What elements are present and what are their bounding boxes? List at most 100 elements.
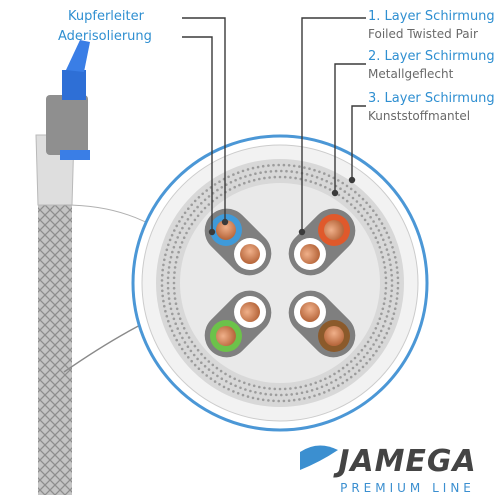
braid-dot <box>244 175 247 178</box>
braid-dot <box>360 348 364 352</box>
braid-dot <box>387 236 391 239</box>
inner-core <box>180 183 380 383</box>
braid-dot <box>369 227 373 230</box>
braid-dot <box>382 324 385 328</box>
braid-dot <box>277 163 281 167</box>
braid-dot <box>283 387 287 391</box>
braid-dot <box>337 179 340 182</box>
brand-tagline: PREMIUM LINE <box>340 481 475 495</box>
braid-dot <box>267 164 270 167</box>
braid-dot <box>228 375 232 378</box>
braid-dot <box>345 199 349 203</box>
braid-dot <box>187 227 191 230</box>
braid-dot <box>239 386 242 390</box>
braid-dot <box>382 261 386 264</box>
braid-dot <box>256 397 260 401</box>
braid-dot <box>216 374 219 378</box>
braid-dot <box>207 360 211 363</box>
braid-dot <box>369 336 373 339</box>
braid-dot <box>170 329 174 333</box>
braid-dot <box>341 181 345 185</box>
braid-dot <box>196 357 199 361</box>
braid-dot <box>205 374 208 377</box>
braid-dot <box>343 190 347 193</box>
braid-dot <box>380 222 384 225</box>
braid-dot <box>172 245 176 249</box>
braid-dot <box>172 281 176 285</box>
braid-dot <box>249 389 252 393</box>
braid-dot <box>389 299 392 303</box>
braid-dot <box>165 314 169 318</box>
braid-dot <box>319 379 322 383</box>
braid-dot <box>313 394 316 398</box>
braid-dot <box>220 186 224 189</box>
braid-dot <box>323 391 326 394</box>
braid-dot <box>384 286 388 290</box>
braid-dot <box>222 385 226 389</box>
braid-dot <box>213 380 217 383</box>
braid-dot <box>345 184 349 188</box>
pair-bottom-right <box>288 290 356 358</box>
braid-dot <box>168 261 172 264</box>
braid-dot <box>232 173 235 176</box>
braid-dot <box>239 176 242 180</box>
braid-dot <box>366 351 369 355</box>
braid-dot <box>166 286 170 290</box>
braid-dot <box>366 222 370 226</box>
braid-dot <box>277 399 281 403</box>
jamega-logo-icon <box>300 445 338 470</box>
braid-dot <box>167 297 171 300</box>
braid-dot <box>220 377 224 381</box>
braid-dot <box>224 372 227 376</box>
leader-layer-2 <box>334 63 366 193</box>
plug-clip <box>62 70 86 100</box>
braid-dot <box>227 175 230 179</box>
braid-dot <box>252 384 256 388</box>
braid-dot <box>390 289 394 293</box>
braid-dot <box>258 177 261 181</box>
braid-dot <box>287 164 291 167</box>
braid-dot <box>259 171 262 174</box>
braid-dot <box>389 241 393 244</box>
braid-dot <box>162 299 165 303</box>
braid-dot <box>254 391 257 394</box>
braid-dot <box>229 181 233 184</box>
braid-dot <box>263 386 266 390</box>
braid-dot <box>359 359 362 363</box>
braid-dot <box>177 312 180 316</box>
braid-dot <box>187 356 190 359</box>
braid-dot <box>229 382 233 386</box>
braid-dot <box>196 214 200 218</box>
braid-dot <box>318 170 321 174</box>
braid-dot <box>295 171 299 174</box>
brand-name: JAMEGA <box>338 444 477 479</box>
braid-dot <box>282 163 286 167</box>
braid-dot <box>267 399 270 402</box>
braid-dot <box>219 193 223 197</box>
braid-dot <box>186 345 190 349</box>
braid-dot <box>218 383 221 386</box>
braid-dot <box>383 266 387 269</box>
braid-dot <box>359 203 362 207</box>
braid-dot <box>278 175 282 179</box>
braid-dot <box>385 331 389 335</box>
braid-dot <box>197 367 201 371</box>
braid-dot <box>246 395 250 398</box>
braid-dot <box>327 174 331 177</box>
braid-dot <box>309 383 313 386</box>
braid-dot <box>173 229 176 232</box>
braid-dot <box>192 209 196 213</box>
braid-dot <box>174 241 177 244</box>
braid-dot <box>383 297 387 300</box>
braid-dot <box>388 258 391 262</box>
braid-dot <box>333 372 336 376</box>
braid-dot <box>376 241 380 244</box>
braid-dot <box>396 292 399 295</box>
braid-dot <box>246 168 250 171</box>
braid-dot <box>203 206 207 210</box>
braid-dot <box>247 180 251 183</box>
braid-dot <box>349 203 353 206</box>
braid-dot <box>349 187 353 191</box>
braid-dot <box>383 336 386 340</box>
